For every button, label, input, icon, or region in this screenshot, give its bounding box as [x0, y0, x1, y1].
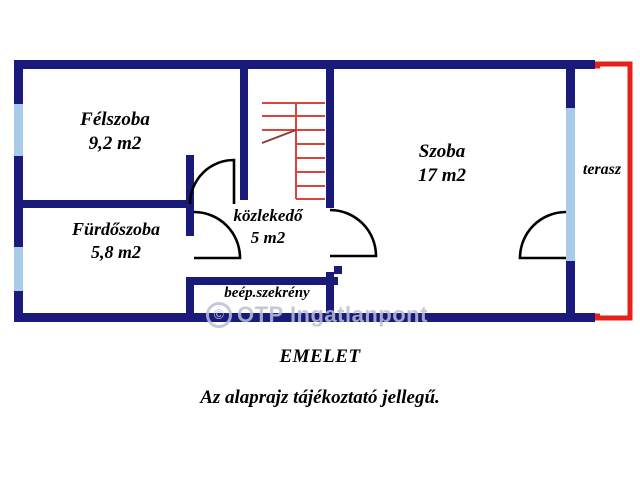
room-name-szoba: Szoba	[418, 141, 466, 162]
doors	[188, 158, 567, 260]
floor-title: EMELET	[279, 346, 361, 367]
room-label-szoba: Szoba 17 m2	[360, 140, 524, 189]
room-area-felszoba: 9,2 m2	[88, 133, 142, 155]
door-furdoszoba	[193, 210, 242, 260]
room-name-furdoszoba: Fürdőszoba	[71, 219, 161, 239]
door-szoba	[329, 208, 378, 258]
room-label-kozlekedo: közlekedő 5 m2	[196, 205, 340, 249]
room-area-szoba: 17 m2	[417, 165, 467, 187]
window-left-lower	[14, 247, 23, 291]
disclaimer-text: Az alaprajz tájékoztató jellegű.	[200, 387, 440, 408]
room-name-kozlekedo: közlekedő	[233, 206, 303, 225]
staircase	[261, 102, 325, 200]
room-label-terasz: terasz	[566, 160, 638, 180]
walls	[14, 60, 595, 322]
window-left-upper	[14, 104, 23, 156]
room-label-felszoba: Félszoba 9,2 m2	[30, 108, 200, 157]
room-area-kozlekedo: 5 m2	[250, 227, 286, 247]
room-name-terasz: terasz	[582, 161, 622, 178]
room-name-beep-szekreny: beép.szekrény	[224, 285, 310, 301]
window-right-terrace	[566, 108, 575, 261]
door-terasz	[518, 210, 567, 260]
windows	[14, 104, 575, 291]
room-area-furdoszoba: 5,8 m2	[90, 242, 141, 263]
room-label-furdoszoba: Fürdőszoba 5,8 m2	[22, 218, 210, 264]
room-label-beep-szekreny: beép.szekrény	[190, 284, 344, 303]
room-name-felszoba: Félszoba	[80, 109, 150, 130]
terrace-outline	[572, 61, 633, 321]
door-felszoba	[188, 158, 236, 205]
